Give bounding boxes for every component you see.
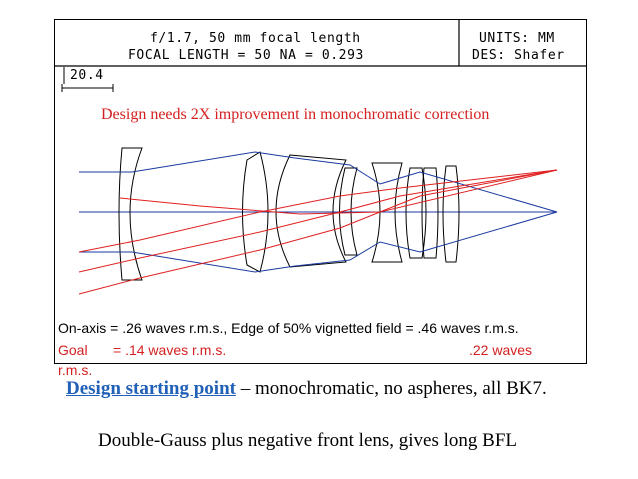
design-starting-point-link[interactable]: Design starting point	[66, 378, 236, 399]
lens-elements	[118, 147, 460, 281]
field-rays	[78, 169, 558, 295]
lens-positive-1	[242, 151, 269, 273]
header-designer: DES: Shafer	[472, 48, 565, 63]
caption-line2: Double-Gauss plus negative front lens, g…	[98, 430, 518, 451]
header-title-line1: f/1.7, 50 mm focal length	[150, 31, 361, 46]
header-units: UNITS: MM	[479, 31, 555, 46]
lens-doublet-front	[339, 167, 358, 256]
caption-line1-rest: – monochromatic, no aspheres, all BK7.	[235, 378, 547, 399]
lens-front-negative	[118, 147, 143, 281]
drawing-frame	[54, 19, 587, 364]
lens-meniscus-2	[275, 154, 347, 268]
lens-doublet-back	[371, 162, 403, 263]
goal-edge-value: .22 waves	[469, 342, 533, 358]
caption-line1: Design starting point – monochromatic, n…	[66, 378, 547, 400]
goal-on-axis-value: = .14 waves r.m.s.	[113, 342, 227, 358]
header-title-line2: FOCAL LENGTH = 50 NA = 0.293	[128, 48, 364, 63]
lens-rear-1	[405, 167, 427, 259]
performance-on-axis: On-axis = .26 waves r.m.s., Edge of 50% …	[58, 320, 519, 336]
scale-bar	[61, 67, 114, 92]
goal-label: Goal	[58, 342, 88, 358]
lens-rear-3	[442, 165, 460, 263]
lens-rear-2	[421, 167, 439, 259]
scale-bar-value: 20.4	[70, 68, 104, 83]
improvement-note: Design needs 2X improvement in monochrom…	[101, 106, 490, 123]
goal-rms-wrap: r.m.s.	[58, 362, 93, 378]
